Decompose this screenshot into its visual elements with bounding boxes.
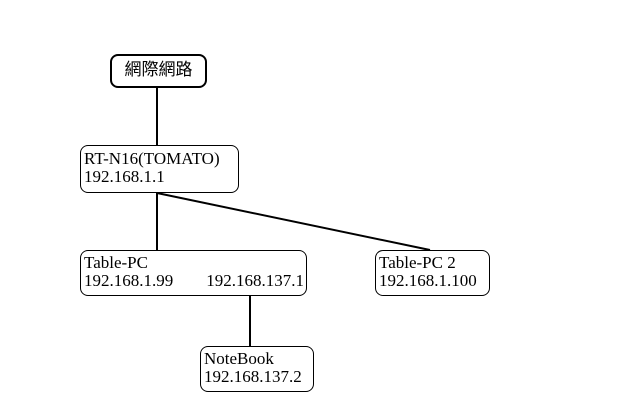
notebook-node: NoteBook 192.168.137.2 <box>200 346 314 392</box>
table-pc-ip-row: 192.168.1.99 192.168.137.1 <box>81 272 306 290</box>
router-ip: 192.168.1.1 <box>84 167 165 186</box>
table-pc-node: Table-PC 192.168.1.99 192.168.137.1 <box>80 250 307 296</box>
router-node: RT-N16(TOMATO) 192.168.1.1 <box>80 145 239 193</box>
notebook-name: NoteBook <box>204 349 274 368</box>
table-pc-2-node: Table-PC 2 192.168.1.100 <box>375 250 490 296</box>
notebook-ip: 192.168.137.2 <box>204 367 302 386</box>
edge-router-table-pc-2 <box>156 192 431 251</box>
internet-node: 網際網路 <box>110 54 207 88</box>
table-pc-ip-lan: 192.168.1.99 <box>84 271 174 290</box>
internet-label: 網際網路 <box>124 60 193 80</box>
table-pc-2-name: Table-PC 2 <box>379 253 456 272</box>
table-pc-2-ip: 192.168.1.100 <box>379 271 477 290</box>
router-name: RT-N16(TOMATO) <box>84 149 220 168</box>
table-pc-ip-secondary: 192.168.137.1 <box>206 271 304 290</box>
table-pc-name: Table-PC <box>84 253 148 272</box>
